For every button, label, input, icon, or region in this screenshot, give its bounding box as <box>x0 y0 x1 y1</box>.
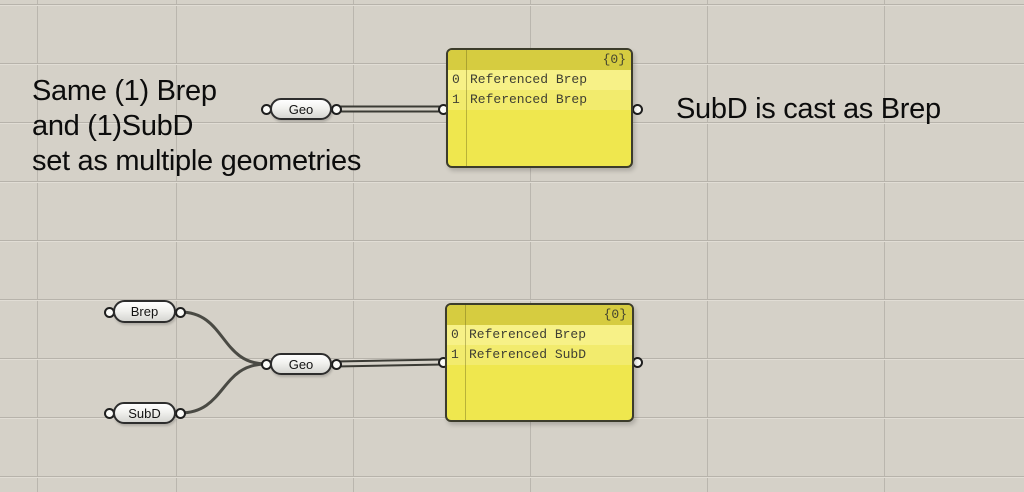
bottom-geo-output-grip[interactable] <box>331 359 342 370</box>
data-panel-bottom[interactable]: {0} 0 Referenced Brep 1 Referenced SubD <box>445 303 634 422</box>
row-value: Referenced Brep <box>470 92 588 107</box>
node-geo-top[interactable]: Geo <box>270 98 332 120</box>
wire-botgeo-to-panel-gap <box>334 360 445 366</box>
node-subd-label: SubD <box>128 405 161 421</box>
data-panel-bottom-path-badge: {0} <box>447 305 632 325</box>
panel-row: 1 Referenced SubD <box>447 345 632 365</box>
row-index: 0 <box>452 72 460 87</box>
wire-botgeo-to-panel[interactable] <box>332 358 447 368</box>
panel-index-separator <box>465 305 466 420</box>
scribble-left-line1: Same (1) Brep <box>32 75 217 107</box>
panel-index-separator <box>466 50 467 166</box>
subd-output-grip[interactable] <box>175 408 186 419</box>
panel-row: 0 Referenced Brep <box>447 325 632 345</box>
data-panel-top-path-badge: {0} <box>448 50 631 70</box>
node-subd[interactable]: SubD <box>113 402 176 424</box>
top-geo-output-grip[interactable] <box>331 104 342 115</box>
node-geo-top-label: Geo <box>288 101 314 117</box>
node-brep-label: Brep <box>130 304 159 319</box>
scribble-left-note[interactable]: Same (1) Brep and (1)SubD set as multipl… <box>32 74 361 179</box>
data-panel-top[interactable]: {0} 0 Referenced Brep 1 Referenced Brep <box>446 48 633 168</box>
row-index: 1 <box>452 92 460 107</box>
top-panel-output-grip[interactable] <box>632 104 643 115</box>
row-value: Referenced Brep <box>469 327 587 342</box>
wire-brep-to-geo[interactable] <box>178 310 268 366</box>
row-value: Referenced Brep <box>470 72 588 87</box>
node-geo-bottom-label: Geo <box>288 356 314 372</box>
scribble-left-line3: set as multiple geometries <box>32 145 362 177</box>
node-brep[interactable]: Brep <box>113 300 176 323</box>
row-index: 0 <box>451 327 459 342</box>
row-value: Referenced SubD <box>469 347 587 362</box>
brep-output-grip[interactable] <box>175 307 186 318</box>
panel-row: 1 Referenced Brep <box>448 90 631 110</box>
node-geo-bottom[interactable]: Geo <box>270 353 332 375</box>
wire-subd-to-geo[interactable] <box>178 362 268 415</box>
scribble-left-line2: and (1)SubD <box>32 110 194 142</box>
panel-row: 0 Referenced Brep <box>448 70 631 90</box>
scribble-right-note[interactable]: SubD is cast as Brep <box>676 93 941 125</box>
row-index: 1 <box>451 347 459 362</box>
